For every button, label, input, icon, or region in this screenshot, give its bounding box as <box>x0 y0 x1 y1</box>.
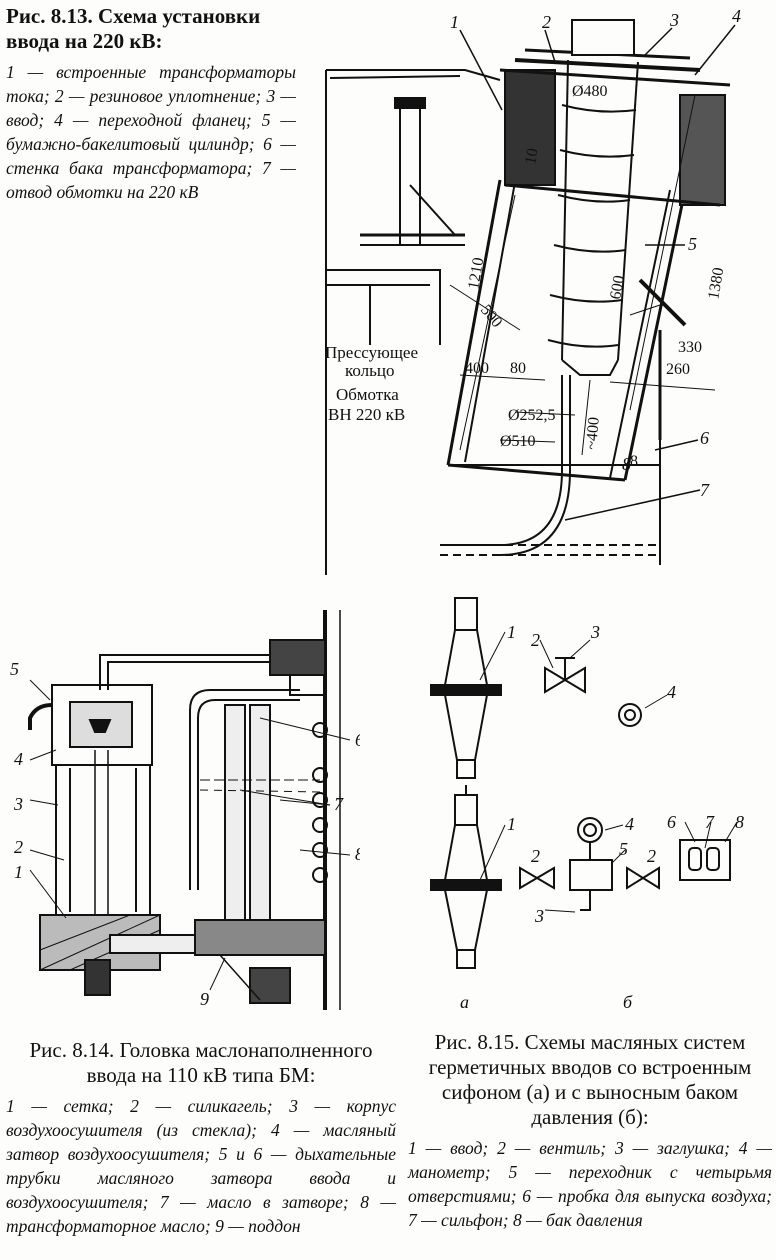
fig-815-legend: 1 — ввод; 2 — вентиль; 3 — заглушка; 4 —… <box>408 1138 772 1230</box>
fig-814-legend: 1 — сетка; 2 — силикагель; 3 — корпус во… <box>6 1096 396 1236</box>
fig-815-callout-2b-right: 2 <box>647 846 656 866</box>
fig-815-sub-b: б <box>623 992 633 1010</box>
fig-813-callout-5: 5 <box>688 234 697 254</box>
fig-814-callout-8: 8 <box>355 844 360 864</box>
fig-815-callout-1b: 1 <box>507 814 516 834</box>
fig-815-sub-a: а <box>460 992 469 1010</box>
fig-813-callout-7: 7 <box>700 480 710 500</box>
fig-814-callout-1: 1 <box>14 862 23 882</box>
fig-813-callout-3: 3 <box>669 10 679 30</box>
fig-813-callout-2: 2 <box>542 12 551 32</box>
fig-813-winding-line2: ВН 220 кВ <box>328 405 405 424</box>
fig-813-dim-400: 400 <box>465 360 489 377</box>
fig-813-title: Рис. 8.13. Схема установки ввода на 220 … <box>6 4 261 53</box>
fig-813-dim-1380: 1380 <box>705 266 727 300</box>
fig-813-dim-500: 500 <box>477 302 505 331</box>
fig-813-dim-1210: 1210 <box>465 256 487 290</box>
fig-813-dim-400v: ~400 <box>583 416 603 450</box>
fig-814-callout-5: 5 <box>10 659 19 679</box>
fig-815-callout-3a: 3 <box>590 622 600 642</box>
fig-815-callout-1a: 1 <box>507 622 516 642</box>
fig-815-callout-7b: 7 <box>705 812 715 832</box>
fig-815-caption: Рис. 8.15. Схемы масляных систем гермети… <box>408 1030 772 1232</box>
fig-813-ring-line2: кольцо <box>345 361 395 380</box>
fig-815-callout-2b-left: 2 <box>531 846 540 866</box>
fig-813-dim-d480: Ø480 <box>572 83 608 100</box>
fig-815-callout-8b: 8 <box>735 812 744 832</box>
fig-814-callout-2: 2 <box>14 837 23 857</box>
fig-814-callout-4: 4 <box>14 749 23 769</box>
fig-813-ring-line1: Прессующее <box>325 343 418 362</box>
fig-814-drawing: 5 4 3 2 1 6 7 8 9 <box>10 610 360 1010</box>
fig-815-callout-2a: 2 <box>531 630 540 650</box>
fig-813-callout-4: 4 <box>732 6 741 26</box>
fig-815-drawing: 1 2 3 4 1 4 5 2 2 3 6 7 8 а б <box>430 597 744 1010</box>
fig-813-callout-6: 6 <box>700 428 709 448</box>
fig-815-callout-4b: 4 <box>625 814 634 834</box>
fig-813-dim-330: 330 <box>678 339 702 356</box>
fig-813-dim-510: Ø510 <box>500 433 536 450</box>
fig-813-dim-260: 260 <box>666 361 690 378</box>
fig-813-legend: 1 — встроенные трансформаторы тока; 2 — … <box>6 62 296 202</box>
fig-815-callout-6b: 6 <box>667 812 676 832</box>
fig-815-title: Рис. 8.15. Схемы масляных систем гермети… <box>428 1030 752 1129</box>
fig-813-dim-252: Ø252,5 <box>508 407 556 424</box>
fig-814-callout-3: 3 <box>13 794 23 814</box>
fig-814-callout-9: 9 <box>200 989 209 1009</box>
fig-813-dim-80: 80 <box>510 360 526 377</box>
fig-813-callout-8: 8 <box>622 454 631 474</box>
fig-813-dim-8: 8 <box>630 453 638 470</box>
fig-815-callout-5b: 5 <box>619 839 628 859</box>
fig-814-callout-6: 6 <box>355 730 360 750</box>
fig-813-drawing: 1 2 3 4 5 6 7 8 Ø480 10 1210 1380 500 60… <box>325 6 741 575</box>
fig-815-callout-3b: 3 <box>534 906 544 926</box>
fig-813-callout-1: 1 <box>450 12 459 32</box>
fig-814-caption: Рис. 8.14. Головка маслонаполненного вво… <box>6 1038 396 1238</box>
fig-813-dim-600: 600 <box>607 274 628 301</box>
fig-815-callout-4a: 4 <box>667 682 676 702</box>
fig-813-caption: Рис. 8.13. Схема установки ввода на 220 … <box>6 4 296 204</box>
fig-814-callout-7: 7 <box>334 794 344 814</box>
fig-813-dim-10: 10 <box>522 147 542 166</box>
fig-814-title: Рис. 8.14. Головка маслонаполненного вво… <box>29 1038 373 1087</box>
fig-813-winding-line1: Обмотка <box>336 385 399 404</box>
